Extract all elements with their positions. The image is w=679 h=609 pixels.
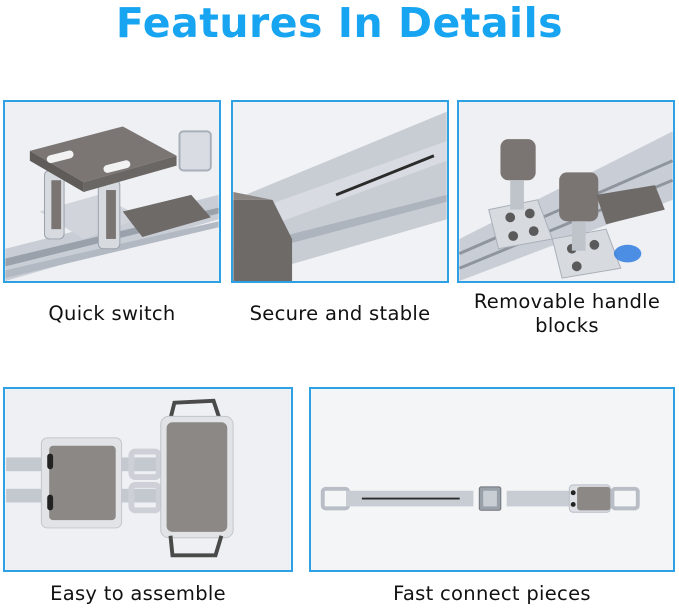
handle-blocks-illustration — [459, 102, 673, 281]
slide-mechanism-illustration — [5, 102, 219, 281]
feature-panel-removable-handle-blocks — [457, 100, 675, 283]
feature-panel-secure-stable — [231, 100, 449, 283]
feature-caption-fast-connect-pieces: Fast connect pieces — [393, 582, 591, 605]
feature-caption-easy-to-assemble: Easy to assemble — [50, 582, 226, 605]
feature-caption-removable-handle-blocks: Removable handle blocks — [473, 290, 661, 337]
rail-connector-illustration — [312, 389, 672, 570]
feature-panel-fast-connect-pieces — [309, 387, 675, 572]
feature-caption-quick-switch: Quick switch — [48, 302, 176, 325]
feature-panel-quick-switch — [3, 100, 221, 283]
feature-caption-secure-stable: Secure and stable — [249, 302, 431, 325]
pad-and-handle-illustration — [6, 389, 290, 570]
feature-panel-easy-to-assemble — [3, 387, 293, 572]
rail-closeup-illustration — [233, 102, 447, 281]
page-title: Features In Details — [115, 0, 564, 47]
